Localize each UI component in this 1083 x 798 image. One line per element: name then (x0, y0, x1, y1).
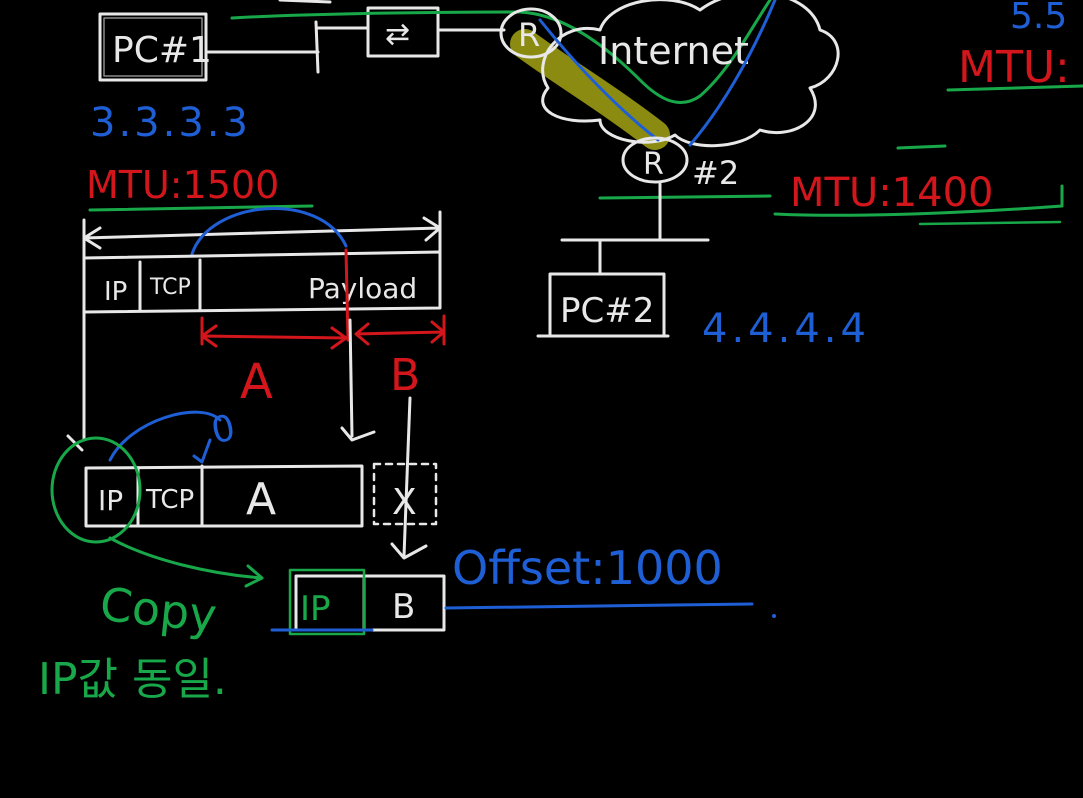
fragment1-ip-header: IP (98, 484, 123, 517)
router2-underline (598, 194, 772, 200)
pc1-ip: 3.3.3.3 (90, 100, 251, 146)
switch-node: ⇄ (366, 6, 440, 58)
pc2-label: PC#2 (560, 291, 654, 331)
switch-arrows-icon: ⇄ (385, 17, 410, 52)
copy-note: Copy (98, 577, 220, 643)
segment-a-label: A (240, 354, 273, 410)
korean-note: IP값 동일. (38, 654, 227, 705)
copy-arrow (108, 536, 264, 588)
router1-node: R (499, 7, 563, 59)
fragment2-data: B (392, 587, 415, 627)
split-marker (344, 248, 350, 342)
down-arrow-b (390, 396, 428, 560)
pc1-mtu-underline (88, 204, 314, 212)
pc1-node: PC#1 (98, 12, 212, 82)
router2-node: R #2 (621, 136, 739, 192)
header-size-arc (190, 207, 348, 256)
fragment1-data: A (246, 474, 276, 525)
packet-tcp-header: TCP (149, 275, 191, 300)
fragment-2: IP B (270, 568, 446, 636)
internet-cloud: Internet (541, 0, 840, 148)
fragment1-tcp-header: TCP (145, 485, 194, 515)
packet-payload-label: Payload (308, 272, 417, 305)
partial-ip-top-right: 5.5 (1010, 0, 1067, 37)
down-arrow-a (340, 318, 376, 442)
original-packet: IP TCP Payload (82, 250, 442, 314)
mtu1400-overline (896, 144, 947, 150)
cloud-label: Internet (598, 29, 749, 73)
pc2-ip: 4.4.4.4 (702, 306, 870, 352)
segment-a-arrow (200, 324, 348, 350)
segment-b-arrow (354, 320, 446, 346)
offset-note: Offset:1000 (452, 541, 723, 595)
fragment2-ip-header: IP (300, 589, 331, 629)
packet-width-arrow (82, 216, 442, 250)
pc1-mtu: MTU:1500 (86, 163, 279, 207)
router2-mtu-underline (773, 184, 1064, 217)
zero-mark: 0 (208, 407, 239, 452)
partial-mtu-underline (946, 84, 1083, 92)
partial-mtu-top-right: MTU: (958, 42, 1070, 93)
offset-underline (444, 602, 754, 610)
offset-dot (772, 614, 776, 618)
segment-tick (314, 20, 320, 74)
router2-mtu-underline2 (918, 220, 1062, 226)
packet-ip-header: IP (104, 277, 127, 307)
pc2-node: PC#2 (536, 272, 670, 338)
fragment1-x-mark: X (392, 482, 417, 523)
pc1-label: PC#1 (112, 30, 212, 71)
partial-top-stroke (278, 0, 332, 4)
router2-suffix: #2 (692, 154, 739, 192)
router2-label: R (643, 147, 664, 182)
ip-header-circle (50, 436, 142, 544)
router1-label: R (518, 16, 540, 54)
green-route-line (230, 0, 772, 105)
router2-mtu: MTU:1400 (790, 170, 994, 216)
blue-route-line (538, 0, 777, 147)
segment-b-label: B (390, 350, 420, 401)
dropped-part: X (372, 462, 438, 526)
fragment-1: IP TCP A (84, 464, 364, 528)
